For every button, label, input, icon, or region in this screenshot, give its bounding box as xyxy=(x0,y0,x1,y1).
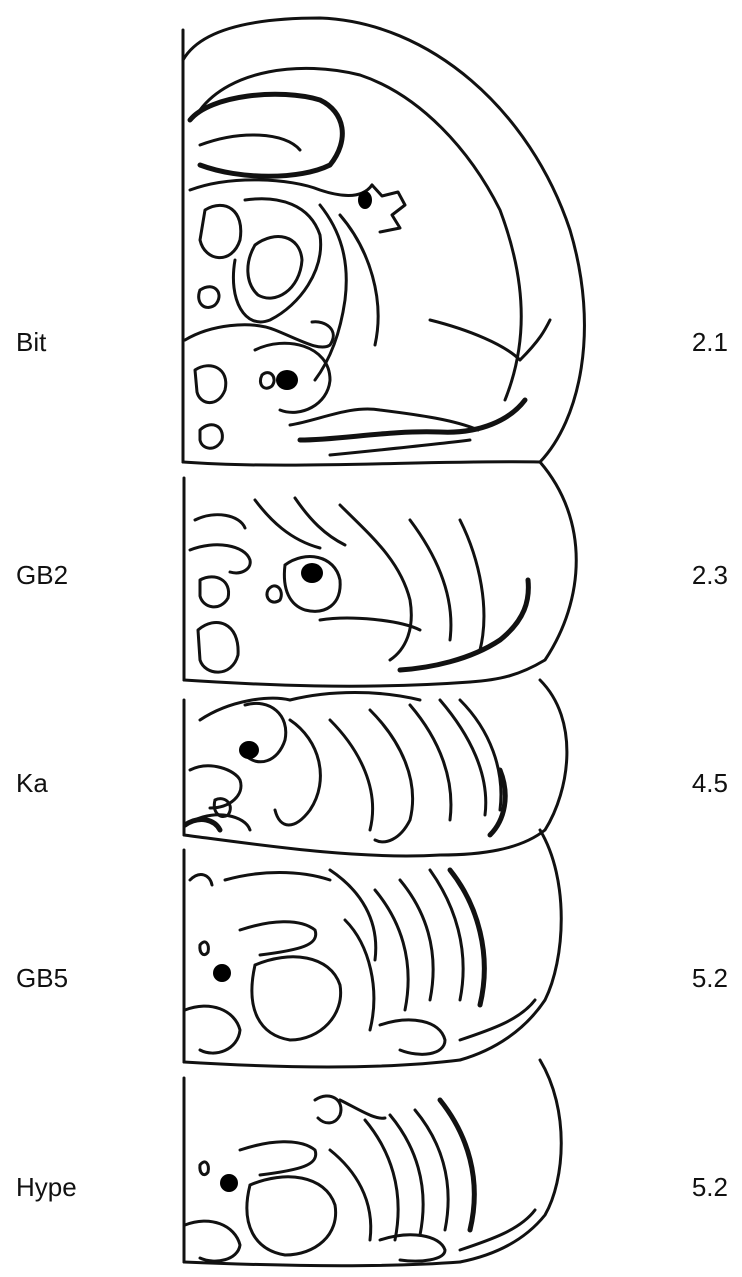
section-1-outline xyxy=(183,18,584,465)
subject-label-1: Bit xyxy=(16,327,46,358)
section-5-outline xyxy=(184,1060,561,1266)
value-label-3: 4.5 xyxy=(692,768,728,799)
value-label-4: 5.2 xyxy=(692,963,728,994)
lesion-marker-2 xyxy=(301,563,323,583)
lesion-marker-3 xyxy=(239,741,259,759)
subject-label-2: GB2 xyxy=(16,560,68,591)
value-label-2: 2.3 xyxy=(692,560,728,591)
value-label-5: 5.2 xyxy=(692,1172,728,1203)
value-label-1: 2.1 xyxy=(692,327,728,358)
section-4-outline xyxy=(184,830,561,1067)
section-3-outline xyxy=(184,680,567,856)
lesion-marker-5 xyxy=(220,1174,238,1192)
subject-label-5: Hype xyxy=(16,1172,77,1203)
lesion-marker-1 xyxy=(276,370,298,390)
subject-label-3: Ka xyxy=(16,768,48,799)
section-2-outline xyxy=(184,462,576,686)
lesion-marker-4 xyxy=(213,964,231,982)
subject-label-4: GB5 xyxy=(16,963,68,994)
tract-marker-1 xyxy=(358,191,372,209)
